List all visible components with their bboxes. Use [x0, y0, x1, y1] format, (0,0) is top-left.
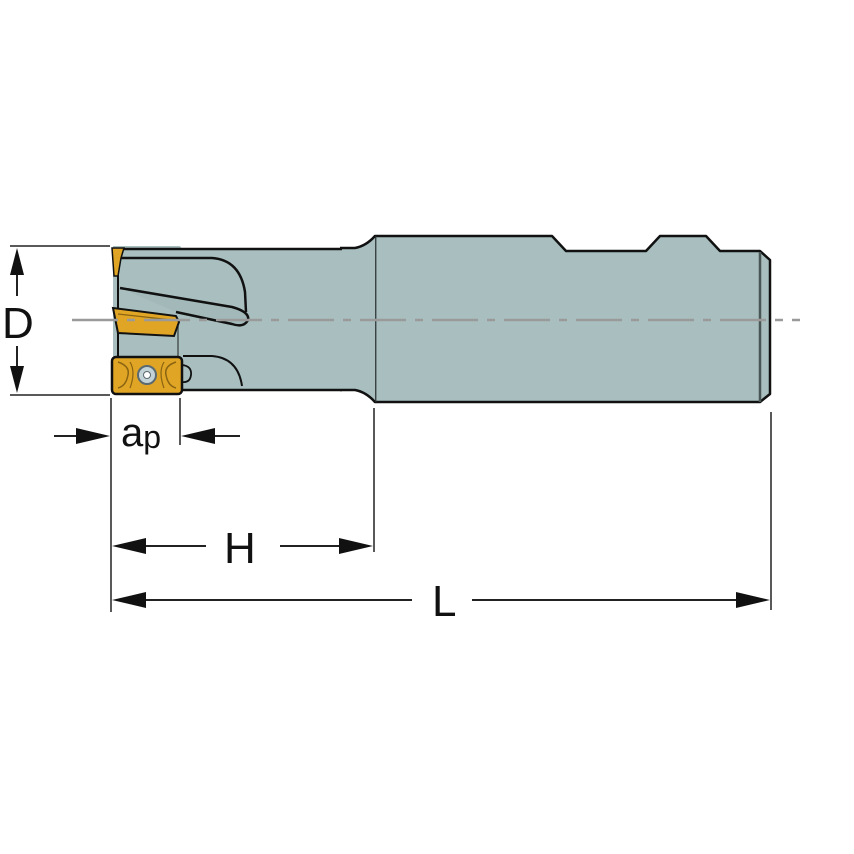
arrow-left-icon — [112, 538, 146, 554]
label-H: H — [224, 524, 256, 573]
dimension-overall-length: L — [112, 412, 772, 626]
dimension-depth-of-cut: ap — [54, 398, 240, 612]
arrow-right-icon — [76, 428, 110, 444]
arrow-left-icon — [112, 592, 146, 608]
neck — [340, 235, 376, 403]
label-D: D — [2, 299, 34, 348]
arrow-right-icon — [736, 592, 770, 608]
insert-bottom — [110, 355, 192, 396]
arrow-down-icon — [10, 366, 24, 393]
label-ap: ap — [121, 411, 161, 455]
dimension-diameter: D — [2, 245, 110, 396]
insert-top — [111, 247, 126, 277]
dimension-head-length: H — [112, 408, 375, 573]
arrow-left-icon — [181, 428, 215, 444]
arrow-up-icon — [10, 248, 24, 275]
label-L: L — [432, 577, 456, 626]
arrow-right-icon — [339, 538, 373, 554]
